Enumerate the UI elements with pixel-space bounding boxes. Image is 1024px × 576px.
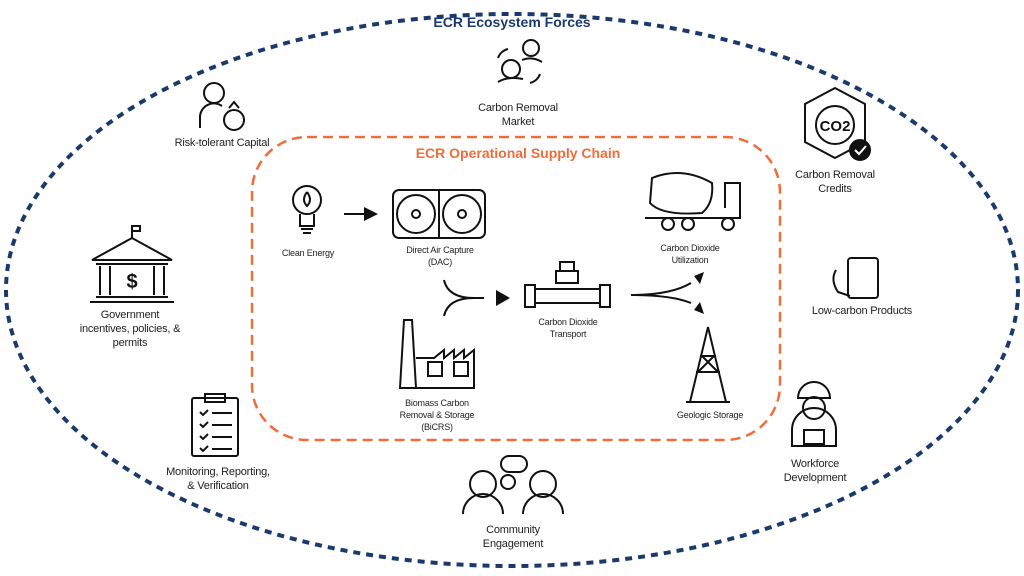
line: incentives, policies, & (79, 323, 181, 335)
line: Engagement (482, 538, 544, 550)
line: Government (100, 309, 160, 321)
arrow-merge (443, 279, 484, 317)
government-label: Government incentives, policies, & permits (80, 308, 181, 350)
mrv-clipboard-icon (191, 393, 239, 457)
supply-chain-boundary (250, 135, 782, 442)
mrv-label: Monitoring, Reporting, & Verification (166, 465, 270, 493)
worker-helmet-icon (791, 381, 837, 447)
line: & Verification (187, 480, 249, 492)
line: Credits (818, 183, 852, 195)
line: Carbon Removal (795, 169, 875, 181)
dollar-icon-text: $ (126, 271, 137, 293)
dac-fans-icon (392, 189, 486, 239)
co2-icon-text: CO2 (820, 118, 851, 135)
community-people-icon (462, 455, 564, 515)
bicrs-factory-icon (398, 319, 475, 389)
line: Biomass Carbon (405, 398, 469, 408)
arrow-split (630, 282, 692, 304)
line: Market (501, 116, 535, 128)
line: Workforce (790, 458, 840, 470)
line: (DAC) (428, 257, 452, 267)
ecosystem-title: ECR Ecosystem Forces (433, 14, 591, 30)
pipe-transport-icon (524, 261, 611, 308)
mixer-truck-icon (645, 172, 741, 231)
line: (BiCRS) (421, 422, 453, 432)
clean-energy-label: Clean Energy (281, 248, 335, 258)
line: Direct Air Capture (406, 245, 474, 255)
line: Monitoring, Reporting, (166, 466, 270, 478)
low-carbon-label: Low-carbon Products (811, 305, 913, 317)
line: Carbon Removal (478, 102, 558, 114)
dac-label: Direct Air Capture (DAC) (406, 244, 474, 268)
line: Utilization (671, 255, 709, 265)
risk-capital-icon (199, 82, 245, 131)
government-building-icon (90, 225, 174, 303)
carbon-credits-icon (804, 86, 871, 161)
line: Carbon Dioxide (538, 317, 598, 327)
line: Development (783, 472, 847, 484)
line: Carbon Dioxide (660, 243, 720, 253)
clean-energy-bulb-icon (292, 185, 322, 234)
line: Removal & Storage (399, 410, 475, 420)
line: permits (112, 337, 148, 349)
line: Transport (549, 329, 587, 339)
drilling-rig-icon (686, 326, 730, 403)
line: Community (486, 524, 540, 536)
geologic-label: Geologic Storage (676, 410, 744, 420)
low-carbon-products-icon (832, 257, 879, 299)
supply-chain-title: ECR Operational Supply Chain (415, 145, 621, 161)
capital-label: Risk-tolerant Capital (174, 137, 270, 149)
ecosystem-boundary (4, 12, 1020, 568)
carbon-market-icon (497, 39, 543, 84)
